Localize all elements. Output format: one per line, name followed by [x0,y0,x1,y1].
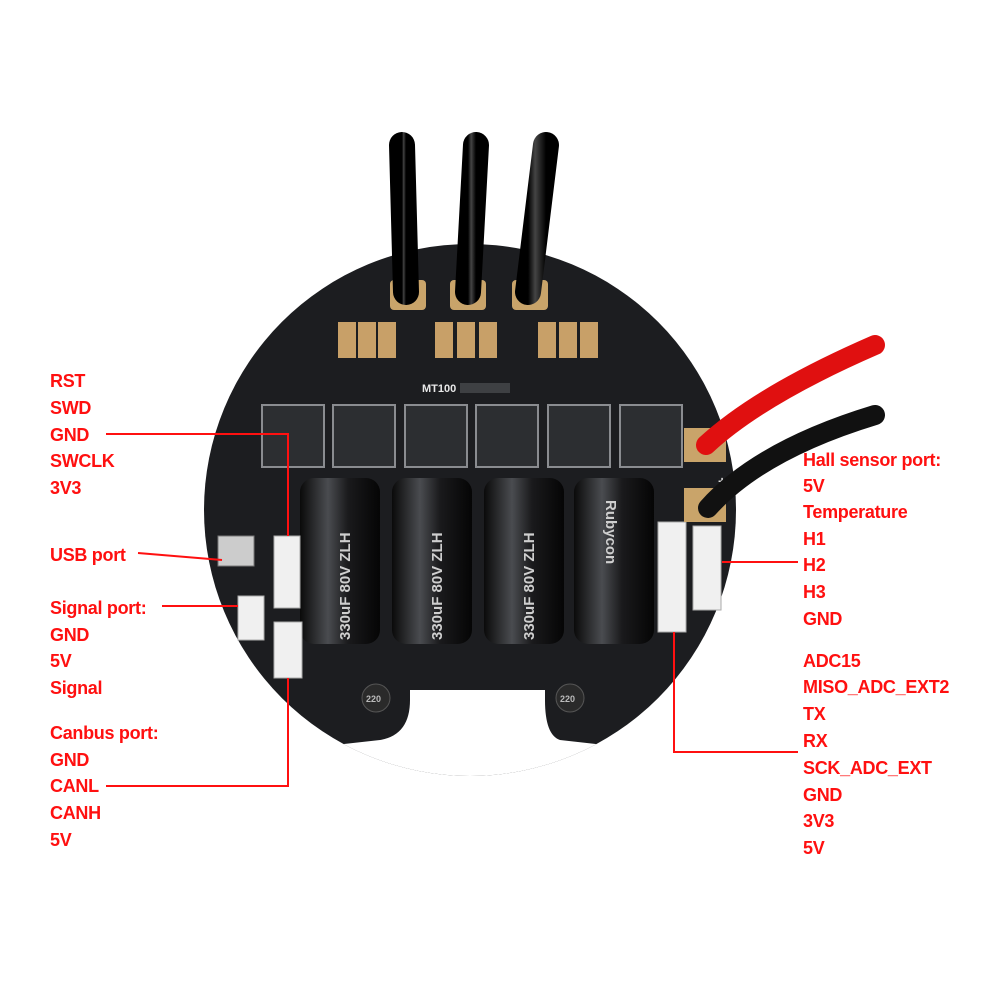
pin-label: H1 [803,529,826,549]
pin-label: Temperature [803,502,908,522]
pin-label: H2 [803,555,826,575]
pin-label: GND [803,785,843,805]
pin-label: 5V [50,651,72,671]
ext-connector [657,521,687,633]
hall-connector [692,525,722,611]
pin-label-swclk: SWCLK [50,451,115,471]
signal-port-title: Signal port: [50,598,147,618]
pin-label: CANL [50,776,99,796]
swd-connector [273,535,301,609]
smd-capacitors [338,322,598,358]
inductor-label: 220 [560,694,575,704]
pin-label: 3V3 [803,811,835,831]
can-connector [273,621,303,679]
pin-label-swd: SWD [50,398,92,418]
pin-label: 5V [50,830,72,850]
pin-label: Signal [50,678,103,698]
pin-label: GND [50,750,90,770]
pin-label: ADC15 [803,651,861,671]
pin-label: CANH [50,803,101,823]
pin-label: RX [803,731,828,751]
power-wires [696,335,885,518]
pin-label: TX [803,704,826,724]
hall-port-title: Hall sensor port: [803,450,941,470]
inductor-label: 220 [366,694,381,704]
pin-label: SCK_ADC_EXT [803,758,932,778]
leader-lines [106,433,798,787]
usb-port-label: USB port [50,545,126,565]
usb-connector [217,535,255,567]
connectors [237,521,722,679]
pin-label: 5V [803,476,825,496]
signal-connector [237,595,265,641]
mosfets [261,404,683,468]
capacitor-label: 330uF 80V ZLH [429,532,446,640]
pin-label-3v3: 3V3 [50,478,82,498]
electrolytic-capacitors [300,478,654,644]
pin-label: H3 [803,582,826,602]
pin-label: GND [50,625,90,645]
canbus-port-title: Canbus port: [50,723,159,743]
board-model-silkscreen: MT100 [422,383,456,395]
capacitor-label: 330uF 80V ZLH [521,532,538,640]
capacitor-brand: Rubycon [602,500,619,564]
pin-label-rst: RST [50,371,86,391]
pin-label-gnd: GND [50,425,90,445]
pin-label: GND [803,609,843,629]
pin-label: MISO_ADC_EXT2 [803,677,950,697]
capacitor-label: 330uF 80V ZLH [337,532,354,640]
pin-label: 5V [803,838,825,858]
phase-wires [389,132,559,305]
